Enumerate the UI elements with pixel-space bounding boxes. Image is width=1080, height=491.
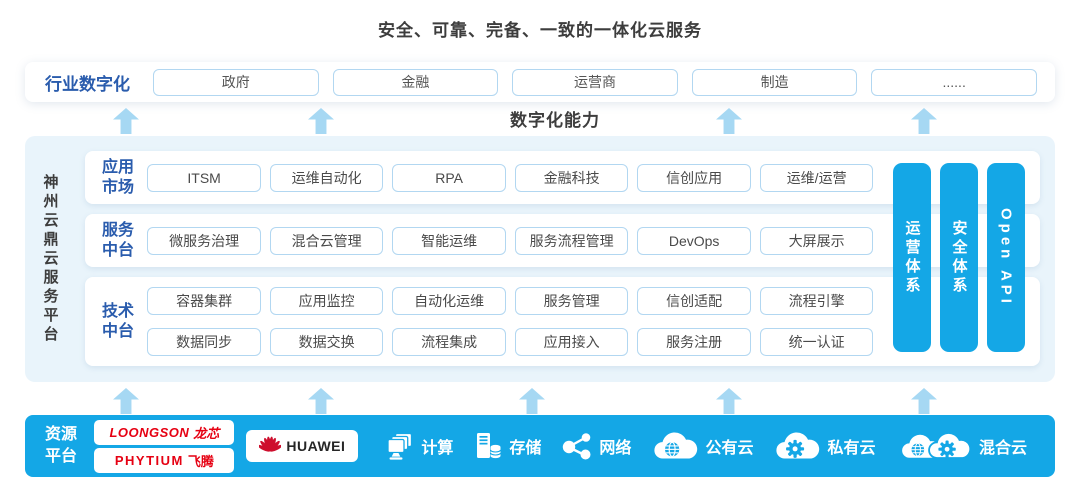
resource-item: 混合云 [900,430,1027,462]
capability-box: 服务流程管理 [514,226,629,255]
network-icon [562,432,592,460]
resource-item: 存储 [474,432,541,460]
pillar-list: 运营体系 安全体系 Open API [893,163,1025,352]
up-arrow-icon [911,108,937,134]
industry-box-list: 政府金融运营商制造...... [153,68,1037,96]
pillar-bar: 安全体系 [940,163,978,352]
storage-icon [474,432,502,460]
capability-box: 混合云管理 [269,226,384,255]
platform-row-label: 应用市场 [102,158,135,196]
capability-box: 运维/运营 [759,163,874,192]
loongson-logo: LOONGSON 龙芯 [94,419,235,445]
industry-box: 金融 [332,68,499,96]
capability-box: 运维自动化 [269,163,384,192]
resource-item: 网络 [562,432,631,460]
phytium-logo-cn: 飞腾 [187,453,214,469]
capability-box: 数据交换 [269,328,384,356]
capability-box-line: ITSM 运维自动化 RPA 金融科技信创应用运维/运营 [147,163,874,192]
capability-box: 信创适配 [637,287,751,315]
capability-box: 流程集成 [392,328,506,356]
capability-box: 服务管理 [514,287,629,315]
loongson-logo-text: LOONGSON [109,424,190,440]
up-arrow-icon [716,388,742,414]
up-arrow-icon [308,108,334,134]
public-cloud-icon [652,431,698,461]
platform-row: 应用市场 ITSM 运维自动化 RPA 金融科技信创应用运维/运营 [85,151,1040,204]
resource-item: 公有云 [652,431,753,461]
industry-bar-label: 行业数字化 [45,74,130,94]
resource-item: 计算 [386,432,453,460]
capability-box-lines: 容器集群应用监控自动化运维服务管理信创适配流程引擎数据同步数据交换流程集成应用接… [147,287,874,356]
pillar-bar: 运营体系 [893,163,931,352]
capability-box: ITSM [147,163,261,192]
capability-box: 应用监控 [269,287,384,315]
vendor-list: LOONGSON 龙芯 PHYTIUM 飞腾 [94,419,235,473]
industry-box: 运营商 [512,68,678,96]
pillar-bar-label: 安全体系 [950,219,968,296]
resource-platform-bar: 资源平台 LOONGSON 龙芯 PHYTIUM 飞腾 [25,415,1055,477]
up-arrow-icon [519,388,545,414]
loongson-logo-cn: 龙芯 [193,425,220,441]
platform-row: 技术中台容器集群应用监控自动化运维服务管理信创适配流程引擎数据同步数据交换流程集… [85,277,1040,366]
capability-box: 流程引擎 [759,287,874,315]
industry-box: ...... [871,68,1037,96]
resource-label: 计算 [421,440,454,457]
pillar-bar: Open API [987,163,1025,352]
capability-box-line: 微服务治理混合云管理智能运维服务流程管理 DevOps 大屏展示 [147,226,874,255]
resource-label: 混合云 [978,440,1027,457]
capability-box: 智能运维 [392,226,506,255]
capability-box-lines: ITSM 运维自动化 RPA 金融科技信创应用运维/运营 [147,163,874,192]
digital-capability-label: 数字化能力 [510,111,600,130]
resource-item: 私有云 [774,431,875,461]
capability-box: 信创应用 [637,163,751,192]
platform-row-label: 技术中台 [102,302,135,340]
resource-label: 公有云 [705,440,754,457]
capability-box: 数据同步 [147,328,261,356]
up-arrow-icon [113,388,139,414]
hybrid-cloud-icon [900,430,972,462]
capability-box: RPA [392,163,506,192]
up-arrow-icon [716,108,742,134]
page-title: 安全、可靠、完备、一致的一体化云服务 [378,21,702,40]
capability-box: 应用接入 [514,328,629,356]
up-arrow-icon [911,388,937,414]
capability-box-lines: 微服务治理混合云管理智能运维服务流程管理 DevOps 大屏展示 [147,226,874,255]
industry-digitalization-bar: 行业数字化 政府金融运营商制造...... [25,62,1055,102]
resource-platform-label: 资源平台 [45,426,78,465]
capability-box: DevOps [637,226,751,255]
platform-row: 服务中台微服务治理混合云管理智能运维服务流程管理 DevOps 大屏展示 [85,214,1040,267]
capability-box: 服务注册 [637,328,751,356]
industry-box: 制造 [691,68,858,96]
huawei-flower-icon [258,434,283,459]
resource-label: 网络 [599,440,632,457]
capability-box: 统一认证 [759,328,874,356]
up-arrow-icon [308,388,334,414]
industry-box: 政府 [153,68,319,96]
platform-row-label: 服务中台 [102,221,135,259]
private-cloud-icon [774,431,820,461]
platform-side-label: 神州云鼎云服务平台 [41,173,59,345]
huawei-logo: HUAWEI [246,430,359,462]
resource-item-list: 计算 存储 网络 公有云 私有云 混合云 [386,430,1027,462]
resource-label: 私有云 [827,440,876,457]
phytium-logo: PHYTIUM 飞腾 [94,447,235,473]
capability-box-line: 容器集群应用监控自动化运维服务管理信创适配流程引擎 [147,287,874,315]
pillar-bar-label: Open API [997,208,1015,307]
up-arrow-icon [113,108,139,134]
capability-box: 容器集群 [147,287,261,315]
phytium-logo-text: PHYTIUM [114,452,184,468]
capability-box: 微服务治理 [147,226,261,255]
pillar-bar-label: 运营体系 [903,219,921,296]
resource-label: 存储 [509,440,542,457]
capability-box-line: 数据同步数据交换流程集成应用接入服务注册统一认证 [147,328,874,356]
capability-box: 自动化运维 [392,287,506,315]
capability-box: 金融科技 [514,163,629,192]
compute-icon [386,432,414,460]
huawei-logo-text: HUAWEI [286,438,346,454]
capability-box: 大屏展示 [759,226,874,255]
